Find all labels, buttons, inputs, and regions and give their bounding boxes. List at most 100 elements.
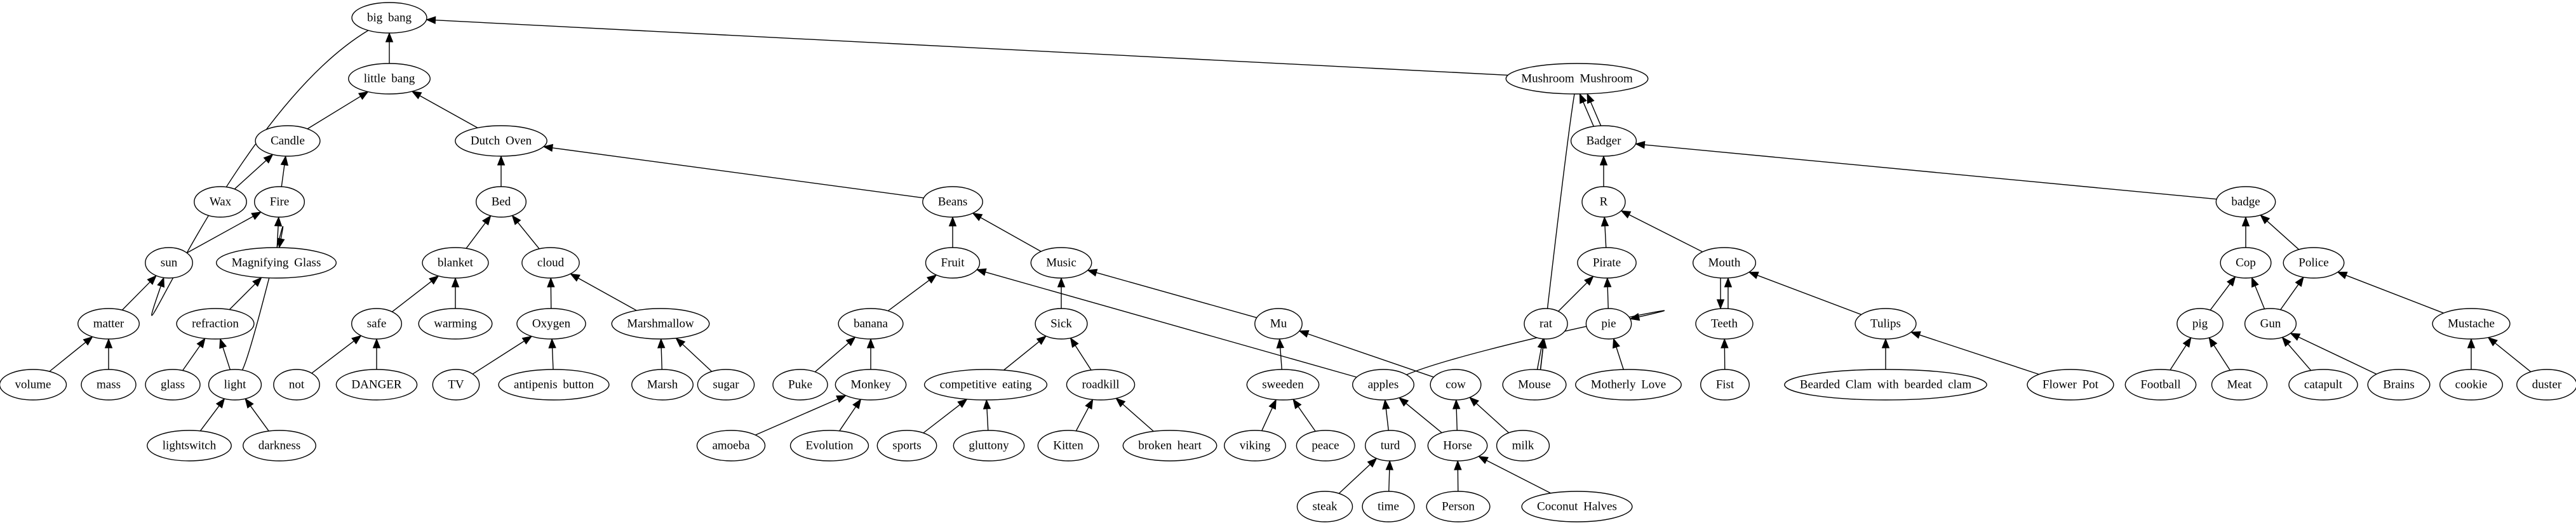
- node-shape: [2124, 369, 2197, 401]
- edge-line: [2170, 345, 2187, 371]
- arrowhead-icon: [845, 336, 856, 347]
- node-shape: [1030, 247, 1092, 279]
- node-r: R: [1581, 186, 1626, 218]
- node-monkey: Monkey: [835, 369, 907, 401]
- node-wax: Wax: [194, 186, 247, 218]
- node-shape: [953, 430, 1025, 462]
- node-label: darkness: [258, 439, 300, 453]
- node-label: cookie: [2455, 378, 2488, 392]
- edge-mouse-to-rat: [1536, 338, 1545, 370]
- edge-gluttony-to-competitive-eating: [983, 399, 991, 431]
- node-pirate: Pirate: [1577, 247, 1637, 279]
- node-shape: [1364, 430, 1416, 462]
- edge-gun-to-cop: [2251, 277, 2265, 309]
- node-label: warming: [434, 317, 477, 331]
- arrowhead-icon: [1036, 335, 1047, 345]
- node-rat: rat: [1524, 308, 1568, 340]
- node-meat: Meat: [2211, 369, 2268, 401]
- node-shape: [1296, 430, 1355, 462]
- node-shape: [1570, 125, 1637, 157]
- node-shape: [2367, 369, 2431, 401]
- node-banana: banana: [838, 308, 904, 340]
- node-shape: [1505, 63, 1649, 95]
- edge-matter-to-sun: [121, 275, 157, 310]
- node-shape: [1695, 308, 1754, 340]
- node-shape: [1502, 369, 1567, 401]
- node-antipenis-button: antipenis button: [498, 369, 610, 401]
- edge-broken-heart-to-roadkill: [1115, 397, 1154, 432]
- edge-line: [229, 283, 256, 310]
- edge-darkness-to-light: [245, 398, 269, 432]
- node-label: DANGER: [351, 378, 401, 392]
- edge-mass-to-matter: [104, 338, 113, 369]
- node-label: gluttony: [969, 439, 1009, 453]
- node-label: Monkey: [850, 378, 891, 392]
- edge-line: [311, 340, 354, 374]
- node-shape: [922, 186, 983, 218]
- edge-line: [985, 271, 1357, 378]
- edge-line: [307, 96, 361, 130]
- node-label: Sick: [1050, 317, 1072, 331]
- edge-line: [435, 20, 1508, 76]
- arrowhead-icon: [1721, 338, 1729, 349]
- arrowhead-icon: [1579, 93, 1587, 104]
- edge-refraction-to-magnifying-glass: [229, 277, 262, 310]
- node-marshmallow: Marshmallow: [611, 308, 710, 340]
- node-safe: safe: [351, 308, 402, 340]
- node-label: lightswitch: [163, 439, 217, 453]
- edge-line: [755, 399, 838, 435]
- node-matter: matter: [77, 308, 140, 340]
- node-label: steak: [1312, 500, 1338, 514]
- edge-teeth-to-mouth: [1724, 277, 1733, 309]
- edge-line: [151, 30, 369, 316]
- node-label: Pirate: [1593, 256, 1621, 270]
- edge-line: [2210, 283, 2231, 310]
- edge-police-to-badge: [2260, 214, 2300, 250]
- edge-light-to-refraction: [219, 338, 231, 370]
- edge-line: [1385, 408, 1389, 431]
- node-little-bang: little bang: [348, 63, 431, 95]
- node-shape: [516, 308, 586, 340]
- node-shape: [243, 430, 316, 462]
- edge-line: [2495, 342, 2532, 373]
- edge-badger-to-mushroom-mushroom: [1579, 93, 1594, 126]
- edge-line: [466, 222, 486, 249]
- arrowhead-icon: [280, 155, 288, 166]
- arrowhead-icon: [1584, 276, 1594, 286]
- node-shape: [1496, 430, 1550, 462]
- node-label: R: [1600, 196, 1608, 209]
- node-label: Bearded Clam with bearded clam: [1800, 378, 1972, 392]
- edge-fire-to-candle: [280, 155, 288, 187]
- node-volume: volume: [0, 369, 67, 401]
- node-label: pie: [1601, 317, 1616, 331]
- arrowhead-icon: [866, 338, 875, 349]
- edge-line: [2213, 345, 2231, 371]
- node-badge: badge: [2215, 186, 2276, 218]
- edge-marsh-to-marshmallow: [657, 338, 666, 370]
- node-label: Fruit: [941, 256, 965, 270]
- node-label: Evolution: [806, 439, 854, 453]
- node-shape: [631, 369, 694, 401]
- node-label: cloud: [537, 256, 565, 270]
- node-blanket: blanket: [422, 247, 489, 279]
- node-shape: [2288, 369, 2358, 401]
- edge-mouth-to-r: [1620, 210, 1703, 253]
- edge-layer: [49, 16, 2532, 494]
- node-shape: [145, 369, 201, 401]
- edge-puke-to-banana: [814, 336, 856, 373]
- edge-antipenis-button-to-oxygen: [548, 338, 556, 370]
- node-magnifying-glass: Magnifying Glass: [215, 247, 337, 279]
- node-shape: [2516, 369, 2576, 401]
- edge-apples-to-fruit: [976, 268, 1357, 378]
- node-not: not: [273, 369, 320, 401]
- node-sweeden: sweeden: [1246, 369, 1320, 401]
- arrowhead-icon: [1629, 313, 1640, 321]
- arrowhead-icon: [521, 335, 533, 345]
- node-motherly-love: Motherly Love: [1575, 369, 1682, 401]
- node-shape: [1037, 430, 1099, 462]
- edge-brains-to-gun: [2290, 333, 2377, 375]
- node-tulips: Tulips: [1855, 308, 1917, 340]
- edge-bed-to-dutch-oven: [497, 155, 506, 187]
- arrowhead-icon: [983, 399, 991, 409]
